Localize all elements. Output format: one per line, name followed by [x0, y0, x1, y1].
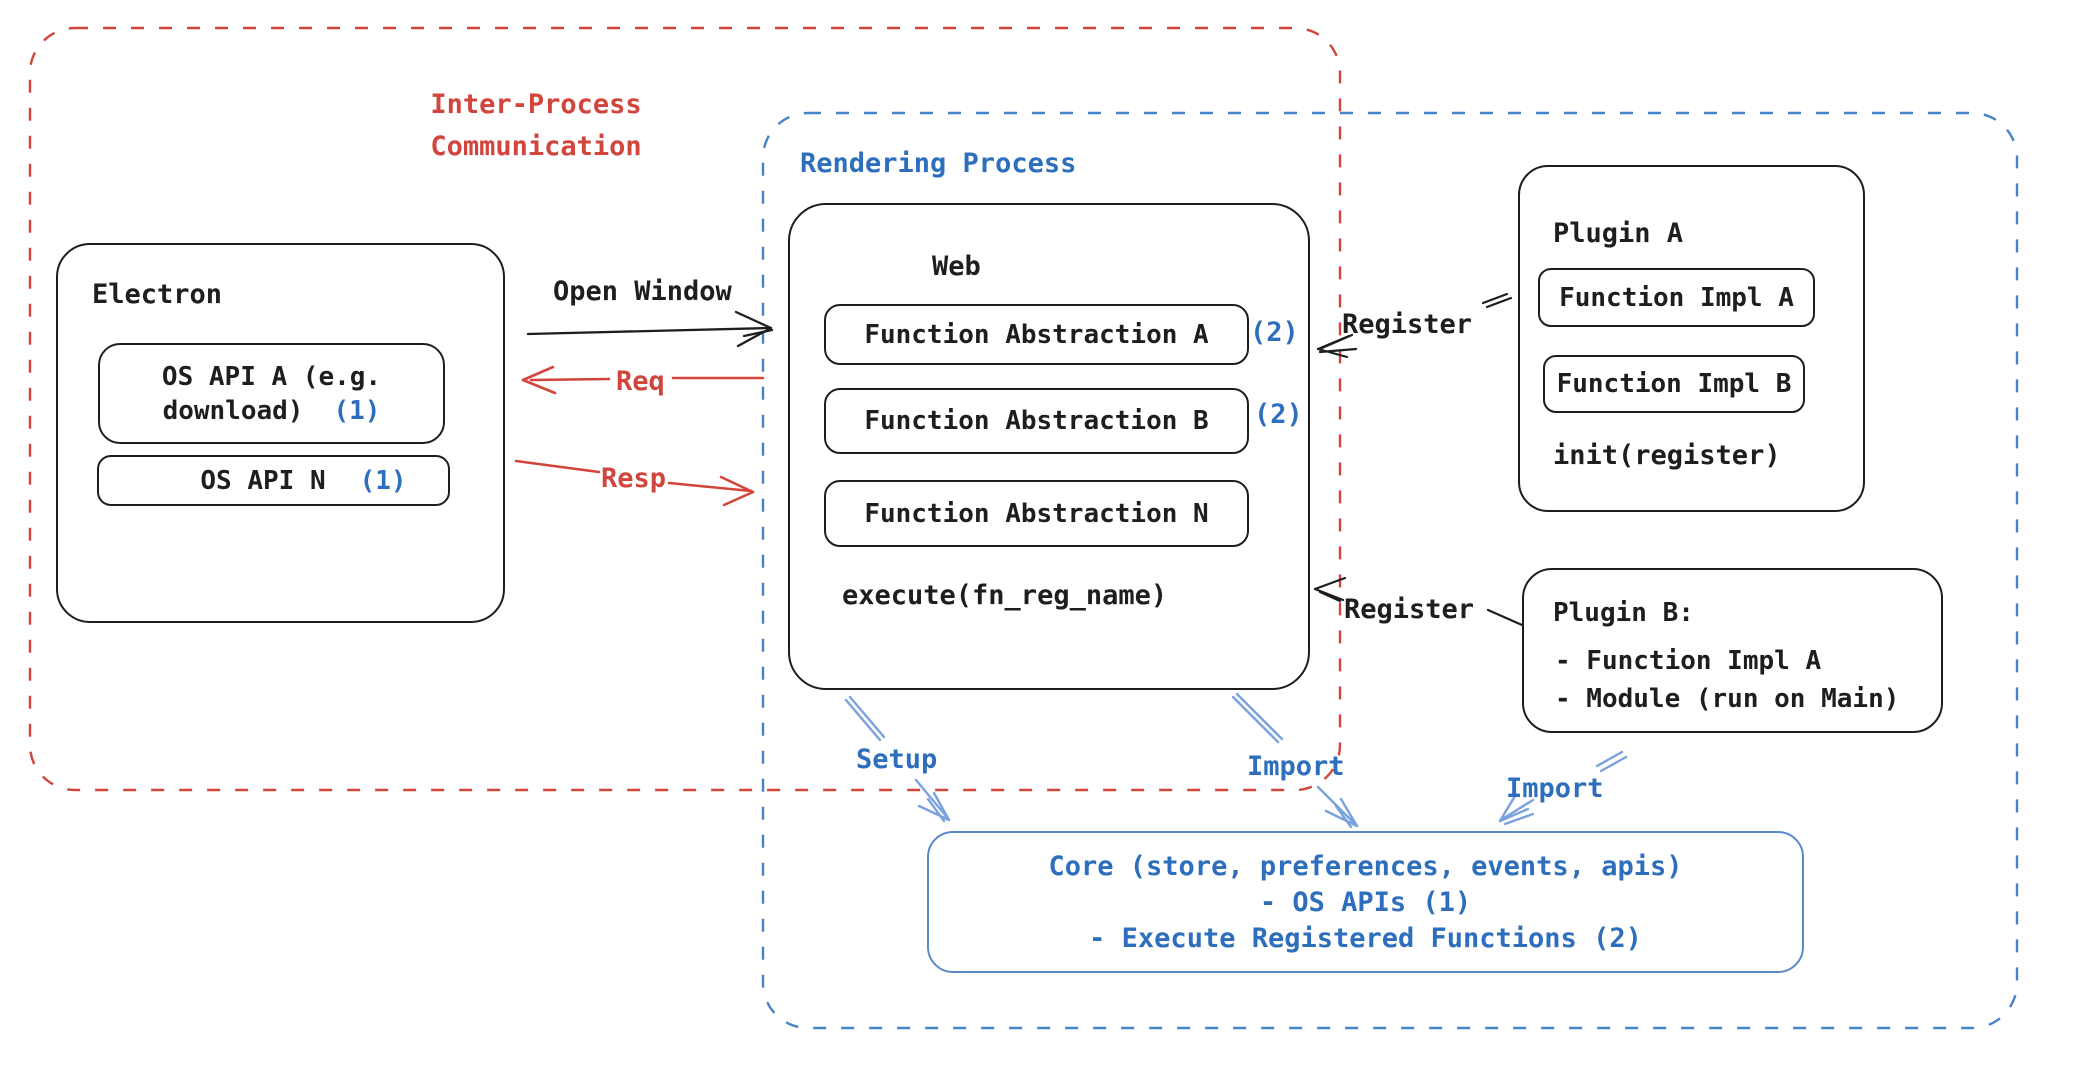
register-a-arrow [1316, 292, 1513, 359]
os-api-n-label: OS API N [200, 465, 326, 496]
import-web-arrow [1231, 692, 1359, 829]
register-b-label: Register [1344, 594, 1475, 625]
plugin-b-title: Plugin B: [1553, 598, 1694, 628]
core-line1: Core (store, preferences, events, apis) [1048, 851, 1683, 882]
register-b-arrow [1313, 576, 1524, 627]
execute-label: execute(fn_reg_name) [842, 580, 1168, 611]
core-box [927, 831, 1804, 973]
function-abstraction-n-label: Function Abstraction N [864, 498, 1209, 529]
os-api-a-box: OS API A (e.g. download) (1) [98, 343, 445, 444]
resp-label: Resp [601, 463, 667, 494]
import-plugin-arrow [1498, 750, 1628, 826]
function-impl-b-label: Function Impl B [1556, 369, 1792, 399]
core-text: Core (store, preferences, events, apis) … [927, 849, 1804, 957]
function-impl-a-label: Function Impl A [1559, 282, 1794, 313]
req-arrow [521, 365, 765, 395]
ipc-label-line2: Communication [430, 131, 642, 162]
os-api-a-line2-text: download) [162, 395, 304, 426]
core-line2: - OS APIs (1) [1259, 887, 1472, 918]
os-api-a-badge: (1) [333, 395, 381, 426]
function-abstraction-a-badge: (2) [1250, 317, 1299, 348]
function-impl-b-box: Function Impl B [1543, 355, 1805, 413]
import-plugin-label: Import [1506, 773, 1604, 804]
electron-title: Electron [92, 279, 223, 310]
function-abstraction-n-box: Function Abstraction N [824, 480, 1249, 547]
os-api-a-line2: download) (1) [163, 394, 381, 428]
os-api-a-line1: OS API A (e.g. [161, 361, 382, 392]
plugin-a-title: Plugin A [1553, 218, 1684, 249]
function-abstraction-b-box: Function Abstraction B [824, 388, 1249, 454]
function-abstraction-b-badge: (2) [1254, 399, 1303, 430]
ipc-boundary [28, 26, 1342, 792]
function-abstraction-a-box: Function Abstraction A [824, 304, 1249, 365]
open-window-arrow [526, 310, 774, 348]
setup-arrow [844, 695, 951, 823]
function-impl-a-box: Function Impl A [1538, 268, 1815, 327]
ipc-label: Inter-Process Communication [430, 84, 642, 168]
plugin-a-init-label: init(register) [1553, 440, 1781, 471]
ipc-label-line1: Inter-Process [430, 89, 642, 120]
electron-box: Electron OS API A (e.g. download) (1) OS … [56, 243, 505, 623]
register-a-label: Register [1342, 309, 1473, 340]
function-abstraction-b-label: Function Abstraction B [864, 406, 1209, 436]
resp-arrow [514, 459, 755, 507]
plugin-a-box: Plugin A Function Impl A Function Impl B… [1518, 165, 1865, 512]
os-api-n-badge: (1) [359, 465, 407, 496]
rendering-process-label: Rendering Process [800, 148, 1077, 179]
req-label: Req [616, 366, 665, 397]
setup-label: Setup [856, 744, 938, 775]
plugin-b-items: - Function Impl A - Module (run on Main) [1555, 642, 1899, 718]
plugin-b-item-2: - Module (run on Main) [1555, 684, 1900, 714]
plugin-b-box: Plugin B: - Function Impl A - Module (ru… [1522, 568, 1943, 733]
plugin-b-item-1: - Function Impl A [1555, 646, 1822, 676]
os-api-n-box: OS API N (1) [97, 455, 450, 506]
web-title: Web [932, 251, 981, 282]
open-window-label: Open Window [553, 276, 732, 307]
core-line3: - Execute Registered Functions (2) [1089, 923, 1642, 954]
import-web-label: Import [1247, 751, 1345, 782]
web-box: Web Function Abstraction A Function Abst… [788, 203, 1310, 690]
function-abstraction-a-label: Function Abstraction A [864, 319, 1209, 350]
